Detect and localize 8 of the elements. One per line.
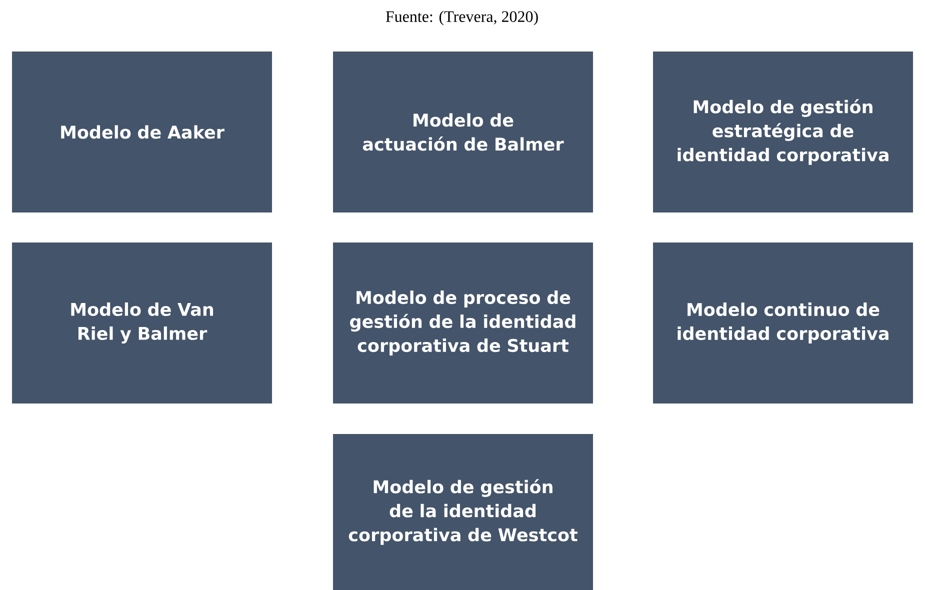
- model-box: Modelo de gestión estratégica de identidad corporativa: [653, 52, 913, 212]
- model-box: Modelo de Aaker: [12, 52, 272, 212]
- model-box: Modelo continuo de identidad corporativa: [653, 242, 913, 404]
- model-box: Modelo de proceso de gestión de la identidad corporativa de Stuart: [333, 242, 593, 404]
- model-box: Modelo de gestión de la identidad corporativa de Westcot: [333, 434, 593, 590]
- model-box: Modelo de actuación de Balmer: [333, 52, 593, 212]
- source-caption: Fuente: (Trevera, 2020): [386, 10, 538, 26]
- model-box: Modelo de Van Riel y Balmer: [12, 242, 272, 404]
